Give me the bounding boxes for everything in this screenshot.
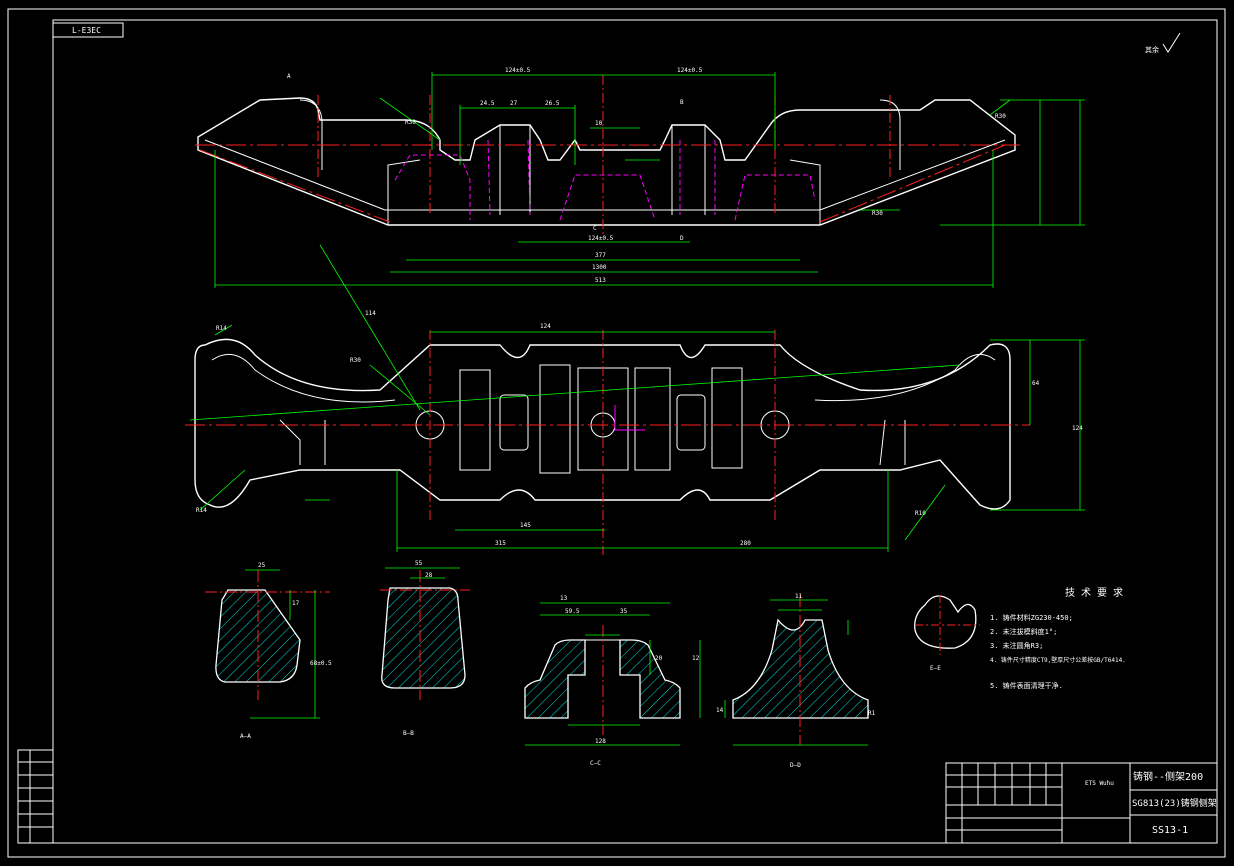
dim-top-2: 124±0.5 bbox=[677, 67, 703, 74]
dim-sec-10: 12 bbox=[692, 655, 700, 662]
dim-sec-4: 55 bbox=[415, 560, 423, 567]
section-a: 25 17 68±0.5 A—A bbox=[205, 562, 332, 740]
dim-sec-8: 35 bbox=[620, 608, 628, 615]
view-label-d-top: D bbox=[680, 235, 684, 242]
dim-sec-1: 25 bbox=[258, 562, 266, 569]
title-company: ETS Wuhu bbox=[1085, 780, 1114, 787]
dim-top-5: 26.5 bbox=[545, 100, 560, 107]
section-label-e: E—E bbox=[930, 665, 941, 672]
dim-sec-12: 11 bbox=[795, 593, 803, 600]
section-label-a: A—A bbox=[240, 733, 251, 740]
view-label-b-top: B bbox=[680, 99, 684, 106]
section-d: 11 14 R1 D—D bbox=[716, 593, 876, 769]
dim-sec-9: 20 bbox=[655, 655, 663, 662]
dim-mid-2: R14 bbox=[216, 325, 227, 332]
dim-top-11: R30 bbox=[405, 119, 416, 126]
dim-top-8: 377 bbox=[595, 252, 606, 259]
view-label-c-top: C bbox=[593, 225, 597, 232]
code-box bbox=[52, 22, 124, 38]
dim-mid-8: R10 bbox=[915, 510, 926, 517]
dim-mid-11: 124 bbox=[1072, 425, 1083, 432]
dim-mid-9: R14 bbox=[196, 507, 207, 514]
front-elevation-view: 124±0.5 124±0.5 24.5 27 26.5 10 124±0.5 … bbox=[195, 67, 1085, 288]
section-e: E—E bbox=[914, 595, 980, 672]
dim-top-3: 24.5 bbox=[480, 100, 495, 107]
view-label-a-top: A bbox=[287, 73, 291, 80]
dim-mid-4: 114 bbox=[365, 310, 376, 317]
dim-mid-10: 64 bbox=[1032, 380, 1040, 387]
note-item-2: 2. 未注拔模斜度1°; bbox=[990, 627, 1057, 636]
title-line-2: SG813(23)铸钢侧架 bbox=[1132, 797, 1217, 809]
dim-mid-3: R30 bbox=[350, 357, 361, 364]
dim-top-10: 513 bbox=[595, 277, 606, 284]
note-item-5: 5. 铸件表面清理干净. bbox=[990, 681, 1063, 690]
dim-mid-7: 280 bbox=[740, 540, 751, 547]
section-label-b: B—B bbox=[403, 730, 414, 737]
plan-view: 124 R14 R30 114 145 315 280 R10 R14 64 1… bbox=[185, 244, 1085, 555]
dim-sec-13: 14 bbox=[716, 707, 724, 714]
left-revision-strip bbox=[17, 749, 54, 844]
dim-top-9: 1300 bbox=[592, 264, 607, 271]
technical-notes: 技 术 要 求 1. 铸件材料ZG230-450; 2. 未注拔模斜度1°; 3… bbox=[990, 586, 1126, 690]
outer-border bbox=[7, 8, 1226, 858]
dim-sec-2: 17 bbox=[292, 600, 300, 607]
dim-mid-6: 315 bbox=[495, 540, 506, 547]
dim-top-12: R30 bbox=[995, 113, 1006, 120]
dim-mid-1: 124 bbox=[540, 323, 551, 330]
dim-top-1: 124±0.5 bbox=[505, 67, 531, 74]
dim-sec-7: 59.5 bbox=[565, 608, 580, 615]
note-item-4: 4. 铸件尺寸精度CT9,壁厚尺寸公差按GB/T6414. bbox=[990, 656, 1126, 664]
inner-border bbox=[52, 19, 1218, 844]
code-box-text: L-ЕЗЕС bbox=[72, 26, 101, 35]
dim-top-6: 10 bbox=[595, 120, 603, 127]
title-block: ETS Wuhu 铸钢--侧架200 SG813(23)铸钢侧架 SS13-1 bbox=[945, 762, 1218, 844]
dim-sec-11: 128 bbox=[595, 738, 606, 745]
dim-top-7: 124±0.5 bbox=[588, 235, 614, 242]
dim-sec-6: 13 bbox=[560, 595, 568, 602]
dim-mid-5: 145 bbox=[520, 522, 531, 529]
dim-sec-14: R1 bbox=[868, 710, 876, 717]
section-label-c: C—C bbox=[590, 760, 601, 767]
roughness-label: 其余 bbox=[1145, 45, 1159, 54]
dim-sec-3: 68±0.5 bbox=[310, 660, 332, 667]
note-item-3: 3. 未注圆角R3; bbox=[990, 641, 1043, 650]
section-b: 55 28 B—B bbox=[380, 560, 470, 737]
section-label-d: D—D bbox=[790, 762, 801, 769]
title-line-3: SS13-1 bbox=[1152, 825, 1188, 836]
dim-top-4: 27 bbox=[510, 100, 518, 107]
roughness-symbol-icon bbox=[1162, 32, 1181, 53]
section-c: 13 59.5 35 20 12 128 C—C bbox=[524, 595, 701, 767]
note-item-1: 1. 铸件材料ZG230-450; bbox=[990, 613, 1073, 622]
title-line-1: 铸钢--侧架200 bbox=[1133, 770, 1203, 783]
dim-sec-5: 28 bbox=[425, 572, 433, 579]
dim-top-13: R30 bbox=[872, 210, 883, 217]
notes-heading: 技 术 要 求 bbox=[1065, 586, 1123, 599]
